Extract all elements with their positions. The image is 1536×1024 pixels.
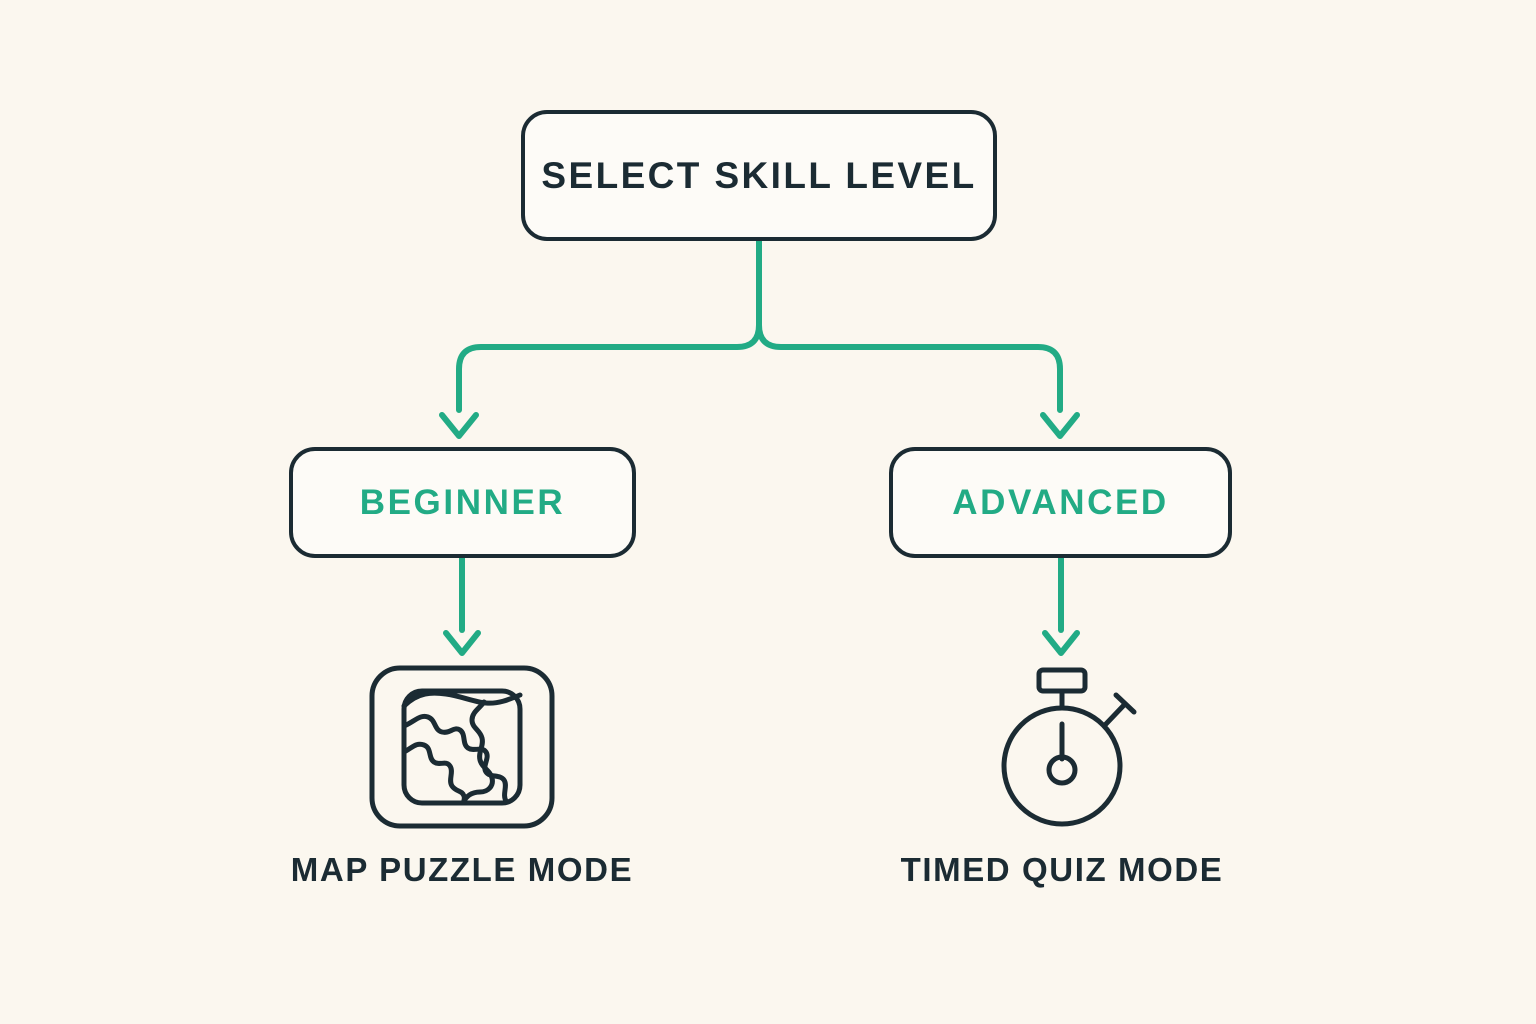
connector-root-to-advanced bbox=[756, 238, 1063, 413]
stopwatch-icon bbox=[1001, 667, 1137, 827]
node-advanced-label: ADVANCED bbox=[952, 483, 1169, 522]
node-select-skill-level-label: SELECT SKILL LEVEL bbox=[541, 155, 977, 196]
leaf-map-puzzle-mode-label: MAP PUZZLE MODE bbox=[290, 851, 634, 888]
leaf-timed-quiz-mode[interactable]: TIMED QUIZ MODE bbox=[877, 662, 1247, 886]
leaf-timed-quiz-mode-label: TIMED QUIZ MODE bbox=[900, 851, 1224, 888]
arrowhead-to-timer-icon bbox=[1042, 630, 1080, 656]
node-advanced[interactable]: ADVANCED bbox=[889, 447, 1232, 558]
arrowhead-to-beginner-icon bbox=[439, 412, 479, 439]
connector-root-to-branches bbox=[456, 238, 762, 413]
arrowhead-to-advanced-icon bbox=[1040, 412, 1080, 439]
arrowhead-to-map-icon bbox=[443, 630, 481, 656]
node-beginner[interactable]: BEGINNER bbox=[289, 447, 636, 558]
node-beginner-label: BEGINNER bbox=[359, 483, 566, 522]
node-select-skill-level[interactable]: SELECT SKILL LEVEL bbox=[521, 110, 997, 241]
leaf-map-puzzle-mode[interactable]: MAP PUZZLE MODE bbox=[277, 662, 647, 886]
map-puzzle-icon bbox=[369, 665, 555, 829]
